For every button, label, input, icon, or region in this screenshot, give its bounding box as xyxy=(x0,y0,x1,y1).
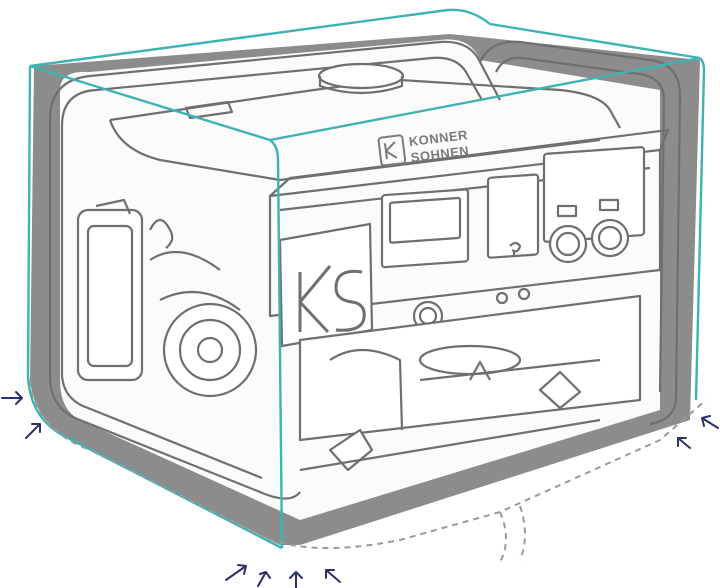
ks-logo xyxy=(298,265,366,334)
arrow-icon xyxy=(257,571,271,587)
arrow-icons xyxy=(1,391,719,588)
arrow-icon xyxy=(325,569,341,583)
brand-line-2: SOHNEN xyxy=(410,143,470,165)
brand-line-1: KONNER xyxy=(408,127,469,149)
cover-dashed-edge xyxy=(29,379,707,563)
arrow-icon xyxy=(701,415,719,429)
arrow-icon xyxy=(289,571,303,588)
arrow-icon xyxy=(225,564,247,581)
brand-badge: KONNER SOHNEN xyxy=(377,127,470,167)
arrow-icon xyxy=(25,423,41,439)
arrow-icon xyxy=(1,391,23,405)
arrow-icon xyxy=(677,437,691,449)
generator-frame xyxy=(48,40,682,500)
